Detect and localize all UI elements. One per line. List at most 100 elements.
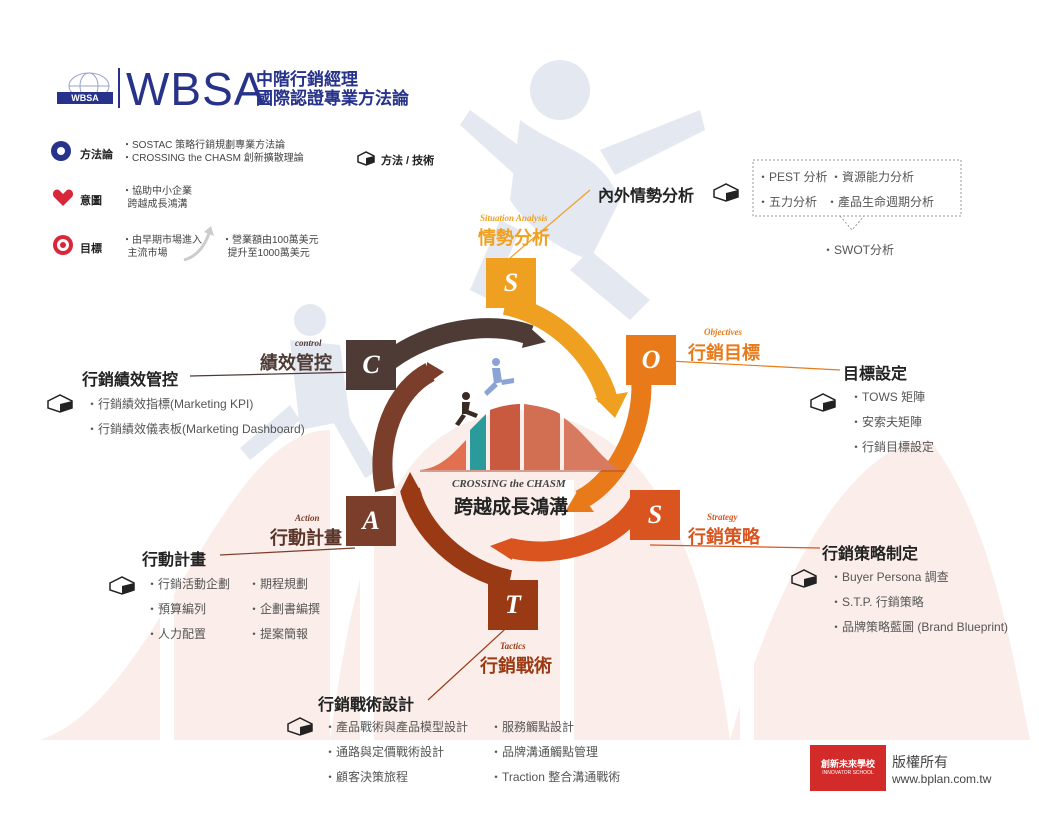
situation-item-4: ・產品生命週期分析: [826, 195, 935, 209]
growth-arrow-icon: [183, 226, 214, 262]
situation-result: ・SWOT分析: [822, 243, 894, 257]
heart-icon: [52, 189, 74, 206]
arc-c-to-s: [384, 318, 534, 369]
arc-o-to-s: [575, 368, 652, 509]
target-icon: [53, 235, 73, 255]
objectives-toolbox-icon: [810, 393, 836, 412]
connector-situation: [509, 189, 591, 259]
jumping-figures: [455, 358, 514, 426]
situation-item-1: ・PEST 分析: [757, 170, 828, 184]
control-item-1: ・行銷績效指標(Marketing KPI): [86, 397, 254, 411]
action-left-item-1: ・行銷活動企劃: [146, 577, 231, 591]
section-action-title: 行動計畫: [142, 552, 207, 569]
legend-tools: [356, 150, 376, 171]
brain-gear-icon: [51, 141, 71, 161]
legend-goal-label: 目標: [80, 243, 102, 255]
situation-item-2: ・資源能力分析: [830, 170, 915, 184]
step-s1-box: S: [486, 258, 536, 308]
step-c-box: C: [346, 340, 396, 390]
step-t-cn: 行銷戰術: [480, 656, 552, 676]
strategy-item-2: ・S.T.P. 行銷策略: [830, 595, 924, 609]
legend-intent-label: 意圖: [80, 195, 102, 207]
step-s2-en: Strategy: [707, 512, 738, 522]
action-right-item-2: ・企劃書編撰: [248, 602, 321, 616]
legend-intent-text: ・協助中小企業 跨越成長鴻溝: [122, 186, 192, 210]
tactics-left-item-1: ・產品戰術與產品模型設計: [324, 720, 469, 734]
footer-school-en: INNOVATOR SCHOOL: [822, 770, 874, 776]
tactics-left-item-2: ・通路與定價戰術設計: [324, 745, 445, 759]
legend-method-text: ・SOSTAC 策略行銷規劃專業方法論 ・CROSSING the CHASM …: [122, 140, 304, 164]
section-control-title: 行銷績效管控: [82, 372, 179, 389]
action-toolbox-icon: [109, 576, 135, 595]
step-a-en: Action: [295, 513, 320, 523]
section-tactics-title: 行銷戰術設計: [318, 697, 415, 714]
tactics-left-item-3: ・顧客決策旅程: [324, 770, 409, 784]
step-o-box: O: [626, 335, 676, 385]
logo-text: WBSA: [71, 93, 99, 103]
step-s1-en: Situation Analysis: [480, 213, 548, 223]
objectives-item-3: ・行銷目標設定: [850, 440, 935, 454]
tactics-right-item-2: ・品牌溝通觸點管理: [490, 745, 599, 759]
wbsa-logo: WBSA: [55, 72, 115, 106]
tactics-toolbox-icon: [287, 717, 313, 736]
legend-method: [50, 140, 72, 167]
legend-goal-text-a: ・由早期市場進入 主流市場: [122, 235, 202, 259]
section-objectives-title: 目標設定: [843, 366, 908, 383]
connector-strategy: [649, 544, 821, 549]
control-item-2: ・行銷績效儀表板(Marketing Dashboard): [86, 422, 305, 436]
header-title-line1: 中階行銷經理: [256, 70, 358, 89]
step-c-cn: 績效管控: [260, 353, 332, 373]
strategy-item-1: ・Buyer Persona 調查: [830, 570, 949, 584]
situation-item-3: ・五力分析: [757, 195, 818, 209]
step-a-cn: 行動計畫: [270, 528, 342, 548]
step-o-cn: 行銷目標: [688, 343, 760, 363]
step-o-en: Objectives: [704, 327, 742, 337]
strategy-item-3: ・品牌策略藍圖 (Brand Blueprint): [830, 620, 1009, 634]
arc-t-to-a: [400, 487, 513, 590]
innovator-school-logo: 創新未來學校 INNOVATOR SCHOOL: [810, 745, 886, 791]
section-strategy-title: 行銷策略制定: [822, 546, 919, 563]
legend-goal: [52, 234, 74, 261]
footer-url[interactable]: www.bplan.com.tw: [892, 772, 992, 786]
step-s1-cn: 情勢分析: [478, 228, 550, 248]
connector-action: [219, 547, 356, 556]
chasm-bell-curve: [420, 404, 625, 472]
connector-objectives: [649, 359, 841, 371]
objectives-item-2: ・安索夫矩陣: [850, 415, 923, 429]
center-cn: 跨越成長鴻溝: [454, 497, 569, 518]
section-situation-title: 內外情勢分析: [598, 188, 695, 205]
action-left-item-2: ・預算編列: [146, 602, 207, 616]
action-right-item-1: ・期程規劃: [248, 577, 309, 591]
situation-dotted-box: [752, 159, 962, 217]
connector-control: [189, 371, 361, 377]
toolbox-icon: [357, 151, 375, 166]
brand-name: WBSA: [126, 63, 266, 115]
action-right-item-3: ・提案簡報: [248, 627, 309, 641]
arc-s-to-o: [502, 295, 618, 404]
step-s2-cn: 行銷策略: [688, 527, 760, 547]
legend-goal-text-b: ・營業額由100萬美元 提升至1000萬美元: [222, 235, 319, 259]
header-divider: [118, 68, 120, 108]
footer-rights: 版權所有: [892, 754, 948, 770]
strategy-toolbox-icon: [791, 569, 817, 588]
tactics-right-item-3: ・Traction 整合溝通戰術: [490, 770, 621, 784]
step-t-box: T: [488, 580, 538, 630]
connector-tactics: [427, 619, 516, 701]
globe-logo-icon: [57, 72, 113, 104]
legend-tools-label: 方法 / 技術: [381, 155, 435, 167]
action-left-item-3: ・人力配置: [146, 627, 207, 641]
step-s2-box: S: [630, 490, 680, 540]
tactics-right-item-1: ・服務觸點設計: [490, 720, 575, 734]
header-title-line2: 國際認證專業方法論: [256, 89, 409, 108]
arc-a-to-c: [372, 363, 436, 492]
control-toolbox-icon: [47, 394, 73, 413]
objectives-item-1: ・TOWS 矩陣: [850, 390, 926, 404]
step-t-en: Tactics: [500, 641, 526, 651]
legend-method-label: 方法論: [80, 149, 113, 161]
center-en: CROSSING the CHASM: [452, 478, 566, 490]
legend-intent: [52, 188, 74, 213]
step-c-en: control: [295, 338, 322, 348]
step-a-box: A: [346, 496, 396, 546]
